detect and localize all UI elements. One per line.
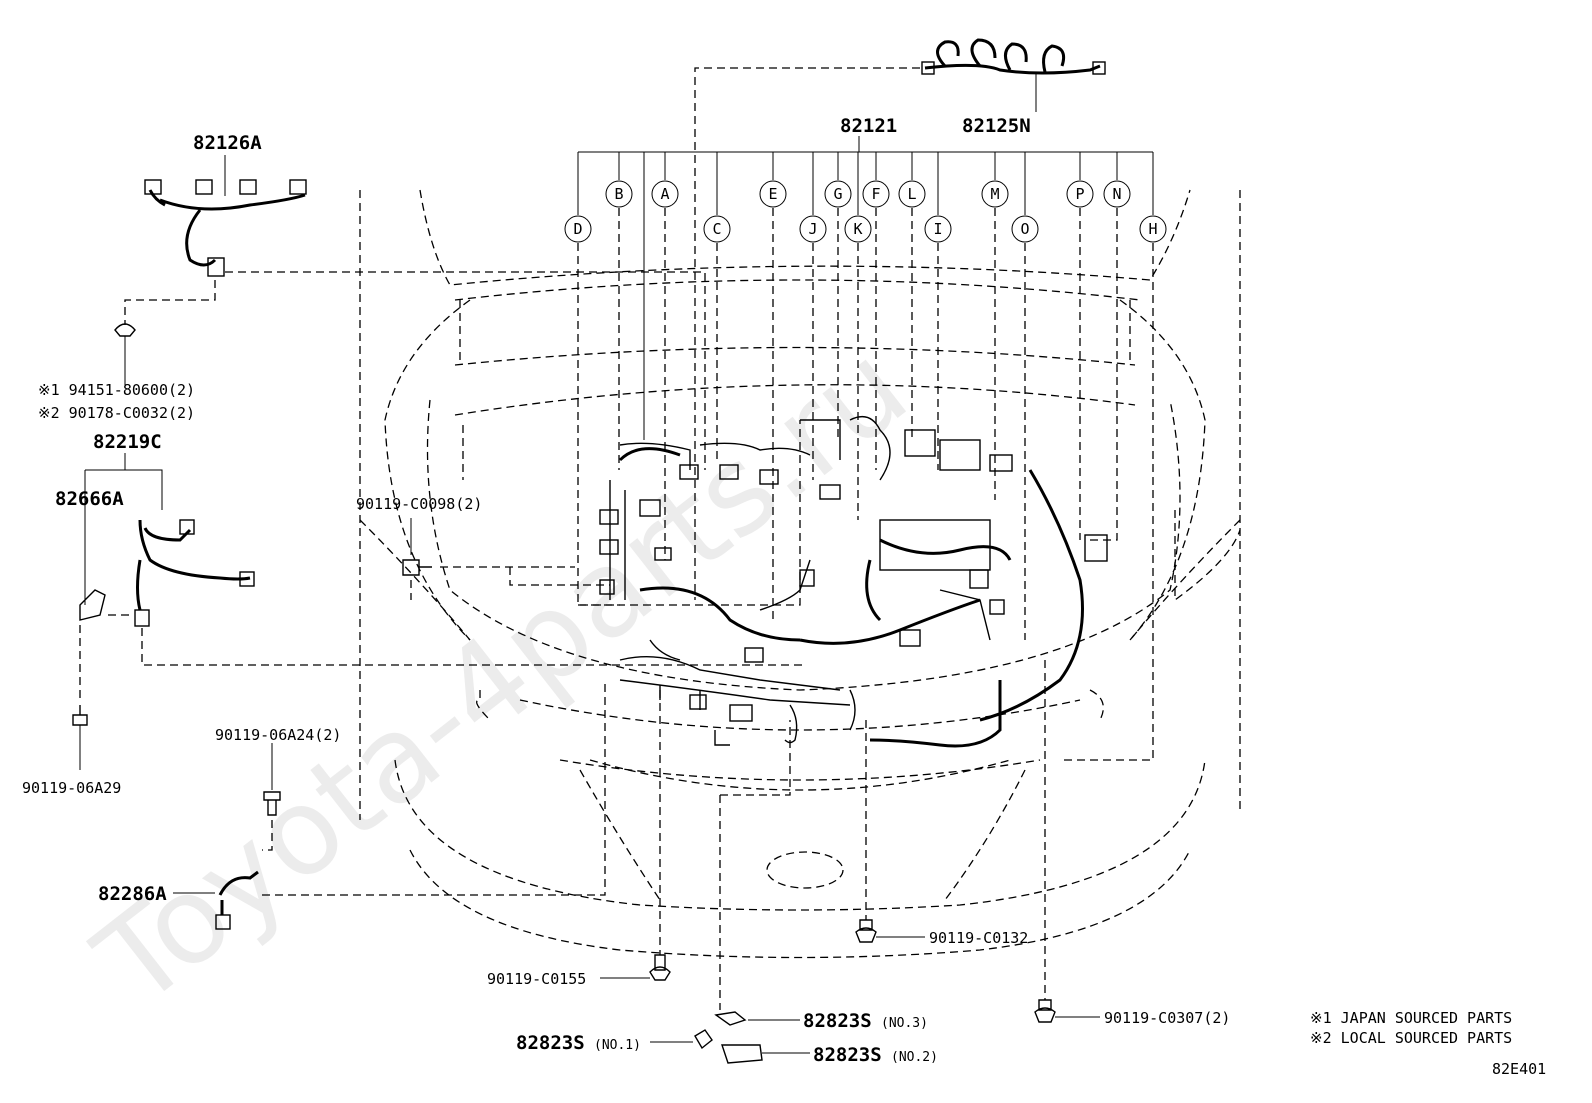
engine-harness-sketch [599,416,1108,748]
legend-note-2: ※2 LOCAL SOURCED PARTS [1310,1029,1512,1047]
bolt-c0155 [600,690,671,981]
callout-E: E [768,185,777,203]
label-82121: 82121 [840,115,897,137]
harness-82125N [694,38,1106,600]
bolt-c0132 [855,720,925,943]
diagram-code: 82E401 [1492,1060,1546,1078]
label-bolt-c0155: 90119-C0155 [487,970,586,988]
callout-K: K [853,220,862,238]
label-bolt-c0132: 90119-C0132 [929,929,1028,947]
label-82126A: 82126A [193,132,262,154]
vehicle-body-outline [359,189,1241,959]
bolt-06a24 [262,743,281,851]
harness-82219C [72,453,805,770]
label-clip-80600: ※1 94151-80600(2) [38,381,195,399]
callout-O: O [1020,220,1029,238]
callout-H: H [1148,220,1157,238]
bolt-c0307 [1034,660,1100,1023]
callout-P: P [1075,185,1084,203]
callout-leaders [577,208,1154,761]
callout-M: M [990,185,999,203]
label-bolt-c0307: 90119-C0307(2) [1104,1009,1230,1027]
label-bolt-06a29: 90119-06A29 [22,779,121,797]
callout-F: F [871,185,880,203]
label-82823S-no2: 82823S [813,1044,882,1066]
callout-C: C [712,220,721,238]
callout-B: B [614,185,623,203]
harness-82286A [173,680,606,930]
legend-note-1: ※1 JAPAN SOURCED PARTS [1310,1009,1512,1027]
callout-D: D [573,220,582,238]
label-clip-c0032: ※2 90178-C0032(2) [38,404,195,422]
clamps-82823S [650,720,810,1064]
callout-N: N [1112,185,1121,203]
callout-J: J [808,220,817,238]
callout-I: I [933,220,942,238]
label-bolt-06a24: 90119-06A24(2) [215,726,341,744]
callout-bracket [577,136,1154,440]
label-82666A: 82666A [55,488,124,510]
callout-A: A [660,185,669,203]
callout-L: L [907,185,916,203]
label-82219C: 82219C [93,431,162,453]
label-82823S-no3: 82823S [803,1010,872,1032]
label-82823S-no2-suffix: (NO.2) [891,1050,938,1065]
harness-82126A [114,155,706,470]
label-82823S-no1: 82823S [516,1032,585,1054]
label-82125N: 82125N [962,115,1031,137]
watermark: Toyota-4parts.ru [71,318,932,1033]
bolt-c0098 [402,425,610,600]
label-82823S-no3-suffix: (NO.3) [881,1016,928,1031]
callout-G: G [833,185,842,203]
label-82823S-no1-suffix: (NO.1) [594,1038,641,1053]
label-bolt-c0098: 90119-C0098(2) [356,495,482,513]
callout-circles: B A D C E J G K F L I M O P N H [564,180,1167,243]
label-82286A: 82286A [98,883,167,905]
